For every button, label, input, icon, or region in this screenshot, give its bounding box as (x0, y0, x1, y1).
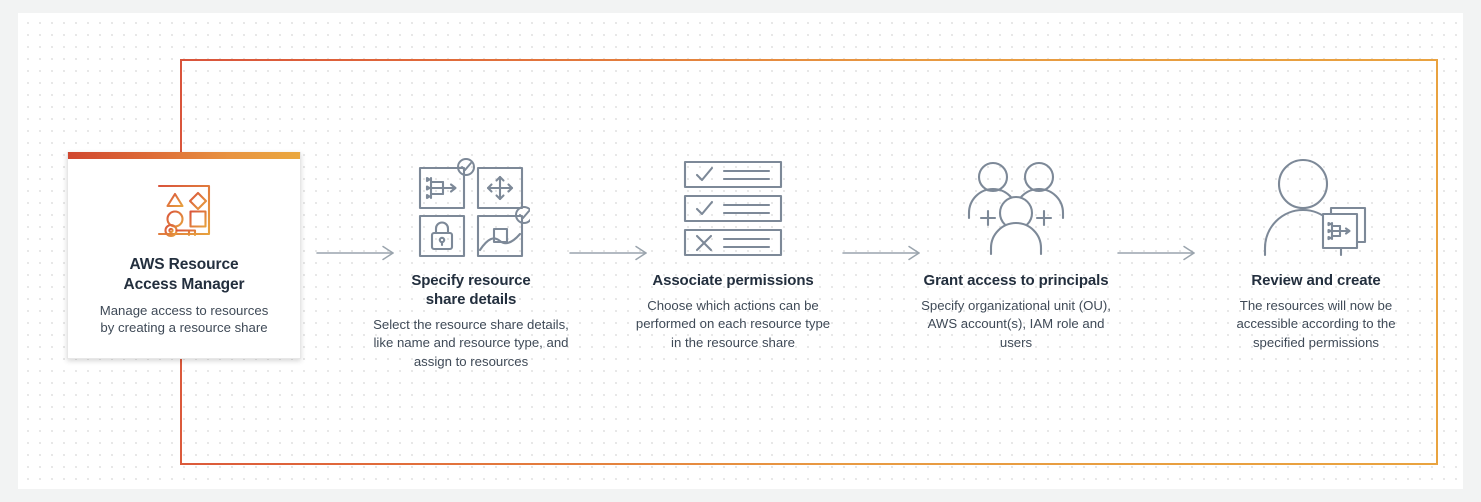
card-description-line-2: by creating a resource share (100, 320, 268, 336)
users-group-icon (916, 152, 1116, 264)
arrow-step-1-to-step-2 (568, 242, 654, 264)
resource-share-shapes-key-icon (145, 177, 223, 243)
step-description: Choose which actions can be performed on… (635, 297, 831, 351)
card-accent-bar (68, 152, 300, 159)
aws-ram-product-card: AWS Resource Access Manager Manage acces… (67, 152, 301, 359)
card-description-line-1: Manage access to resources (99, 302, 269, 318)
step-review-and-create: Review and create The resources will now… (1216, 152, 1416, 353)
diagram-canvas: AWS Resource Access Manager Manage acces… (18, 13, 1463, 489)
step-description: Select the resource share details, like … (373, 316, 569, 369)
arrow-step-3-to-step-4 (1116, 242, 1202, 264)
card-description: Manage access to resources by creating a… (92, 302, 277, 338)
step-title: Associate permissions (652, 272, 814, 289)
card-title: AWS Resource Access Manager (124, 255, 245, 295)
user-with-resources-icon (1216, 152, 1416, 264)
step-description: The resources will now be accessible acc… (1236, 297, 1396, 351)
arrow-step-2-to-step-3 (841, 242, 927, 264)
step-title-line-2: share details (425, 290, 517, 308)
step-grant-access-to-principals: Grant access to principals Specify organ… (916, 152, 1116, 353)
arrow-card-to-step-1 (315, 242, 401, 264)
step-title-line-1: Specify resource (411, 272, 531, 289)
resource-types-grid-icon (371, 152, 571, 264)
step-specify-resource-share-details: Specify resource share details Select th… (371, 152, 571, 372)
card-title-line-1: AWS Resource (129, 256, 239, 273)
card-title-line-2: Access Manager (123, 275, 245, 293)
step-description: Specify organizational unit (OU), AWS ac… (921, 297, 1111, 351)
step-title: Specify resource share details (371, 272, 571, 310)
step-title: Grant access to principals (923, 272, 1109, 289)
step-title: Review and create (1251, 272, 1381, 289)
permissions-checklist-icon (633, 152, 833, 264)
step-associate-permissions: Associate permissions Choose which actio… (633, 152, 833, 353)
